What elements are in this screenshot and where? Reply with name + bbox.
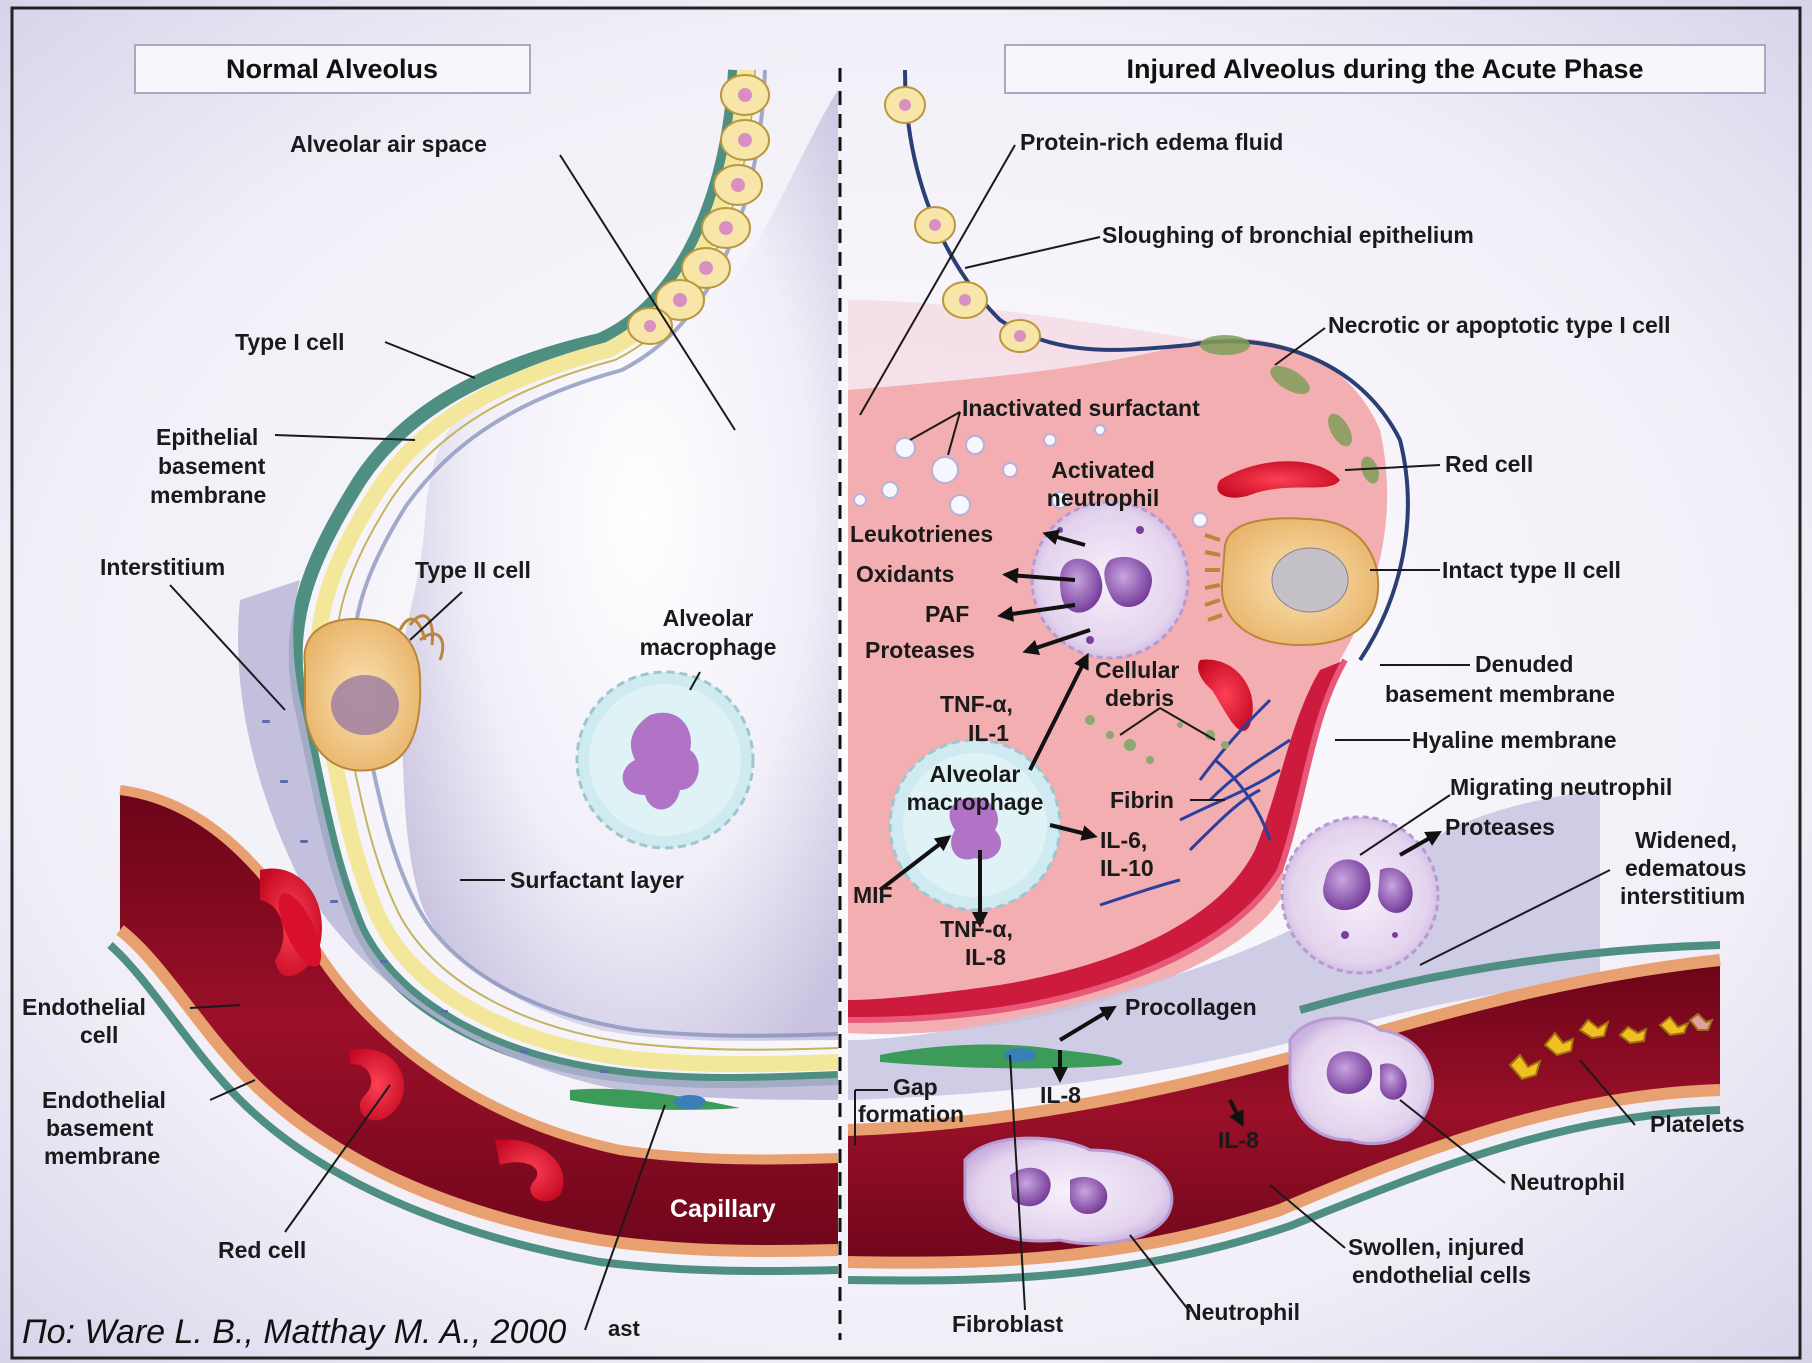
label-il8-a: IL-8 <box>1040 1082 1081 1108</box>
label-leukotrienes: Leukotrienes <box>850 521 993 547</box>
label-epithelial-bm-1: Epithelial <box>156 424 258 450</box>
label-swollen-1: Swollen, injured <box>1348 1234 1524 1260</box>
label-partial-ast: ast <box>608 1316 640 1341</box>
label-tnf-il8-2: IL-8 <box>965 944 1006 970</box>
right-panel-title: Injured Alveolus during the Acute Phase <box>1126 54 1643 84</box>
label-proteases-2: Proteases <box>1445 814 1555 840</box>
migrating-neutrophil <box>1282 817 1438 973</box>
label-intact-type2: Intact type II cell <box>1442 557 1621 583</box>
label-alv-macrophage-right-2: macrophage <box>907 789 1044 815</box>
label-widened-1: Widened, <box>1635 827 1737 853</box>
label-gap-1: Gap <box>893 1074 938 1100</box>
label-paf: PAF <box>925 601 969 627</box>
label-migrating-neutrophil: Migrating neutrophil <box>1450 774 1672 800</box>
label-procollagen: Procollagen <box>1125 994 1257 1020</box>
label-cellular-debris-2: debris <box>1105 685 1174 711</box>
label-neutrophil-2: Neutrophil <box>1185 1299 1300 1325</box>
label-cellular-debris-1: Cellular <box>1095 657 1179 683</box>
label-type2-cell: Type II cell <box>415 557 531 583</box>
label-alv-macrophage-1: Alveolar <box>663 605 754 631</box>
label-fibroblast: Fibroblast <box>952 1311 1064 1337</box>
label-platelets: Platelets <box>1650 1111 1745 1137</box>
label-endothelial-bm-2: basement <box>46 1115 154 1141</box>
label-il6-il10-2: IL-10 <box>1100 855 1154 881</box>
label-red-cell-left: Red cell <box>218 1237 306 1263</box>
label-il8-b: IL-8 <box>1218 1127 1259 1153</box>
label-activated-neutrophil-1: Activated <box>1051 457 1155 483</box>
label-tnf-il1-2: IL-1 <box>968 720 1009 746</box>
label-surfactant-layer: Surfactant layer <box>510 867 684 893</box>
label-widened-2: edematous <box>1625 855 1746 881</box>
label-endothelial-cell-1: Endothelial <box>22 994 146 1020</box>
label-oxidants: Oxidants <box>856 561 954 587</box>
label-swollen-2: endothelial cells <box>1352 1262 1531 1288</box>
label-necrotic: Necrotic or apoptotic type I cell <box>1328 312 1671 338</box>
label-widened-3: interstitium <box>1620 883 1745 909</box>
label-proteases-1: Proteases <box>865 637 975 663</box>
label-alv-macrophage-right-1: Alveolar <box>930 761 1021 787</box>
label-protein-edema: Protein-rich edema fluid <box>1020 129 1283 155</box>
label-denuded-1: Denuded <box>1475 651 1573 677</box>
label-il6-il10-1: IL-6, <box>1100 827 1147 853</box>
label-alveolar-air-space: Alveolar air space <box>290 131 487 157</box>
label-endothelial-bm-1: Endothelial <box>42 1087 166 1113</box>
label-endothelial-cell-2: cell <box>80 1022 118 1048</box>
label-hyaline-membrane: Hyaline membrane <box>1412 727 1617 753</box>
label-red-cell-right: Red cell <box>1445 451 1533 477</box>
label-tnf-il8-1: TNF-α, <box>940 916 1013 942</box>
label-fibrin: Fibrin <box>1110 787 1174 813</box>
alveolar-macrophage-left <box>577 672 753 848</box>
label-epithelial-bm-3: membrane <box>150 482 266 508</box>
label-alv-macrophage-2: macrophage <box>640 634 777 660</box>
label-endothelial-bm-3: membrane <box>44 1143 160 1169</box>
label-tnf-il1-1: TNF-α, <box>940 691 1013 717</box>
label-capillary: Capillary <box>670 1195 776 1223</box>
label-epithelial-bm-2: basement <box>158 453 266 479</box>
label-denuded-2: basement membrane <box>1385 681 1615 707</box>
label-type1-cell: Type I cell <box>235 329 345 355</box>
label-sloughing: Sloughing of bronchial epithelium <box>1102 222 1474 248</box>
label-neutrophil-1: Neutrophil <box>1510 1169 1625 1195</box>
label-gap-2: formation <box>858 1101 964 1127</box>
label-mif: MIF <box>853 882 893 908</box>
label-interstitium: Interstitium <box>100 554 225 580</box>
label-inactivated-surfactant: Inactivated surfactant <box>962 395 1200 421</box>
label-activated-neutrophil-2: neutrophil <box>1047 485 1159 511</box>
source-credit: По: Ware L. B., Matthay M. A., 2000 <box>22 1313 566 1352</box>
left-panel-title: Normal Alveolus <box>226 54 438 84</box>
